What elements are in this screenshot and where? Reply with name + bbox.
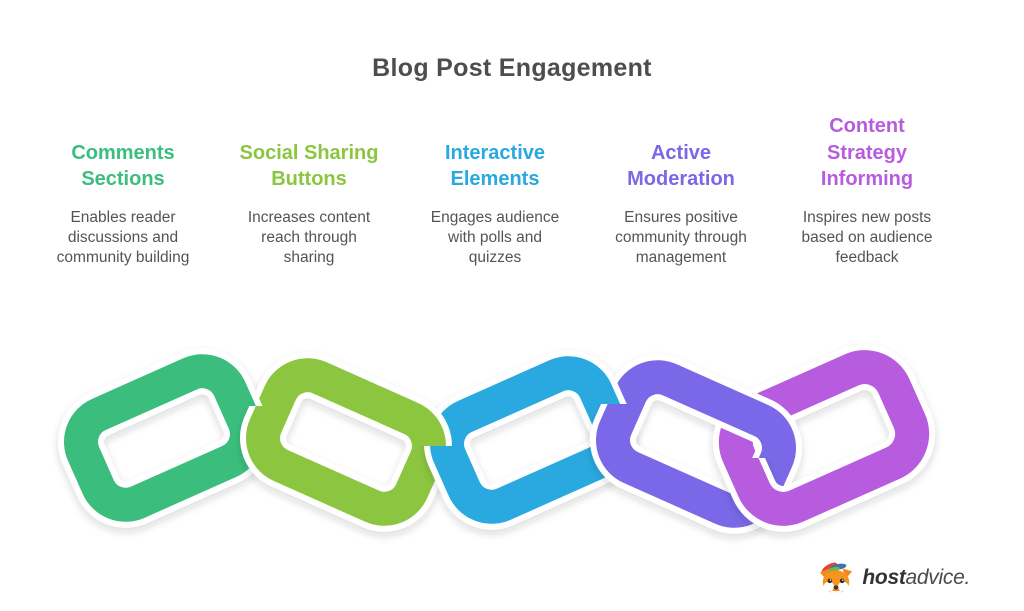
column-active-moderation: Active Moderation Ensures positive commu…	[588, 107, 774, 268]
hostadvice-fox-icon	[820, 562, 853, 595]
hostadvice-logo-text: hostadvice.	[862, 566, 970, 590]
column-description: Engages audience with polls and quizzes	[430, 209, 560, 267]
column-description: Inspires new posts based on audience fee…	[801, 209, 933, 267]
column-description: Increases content reach through sharing	[247, 209, 371, 267]
column-title: Content Strategy Informing	[820, 115, 914, 191]
column-description: Enables reader discussions and community…	[56, 209, 190, 267]
hostadvice-logo: hostadvice.	[817, 560, 970, 596]
column-content-strategy-informing: Content Strategy Informing Inspires new …	[774, 107, 960, 268]
logo-text-host: host	[862, 566, 906, 589]
feature-columns: Comments Sections Enables reader discuss…	[30, 107, 960, 268]
column-description: Ensures positive community through manag…	[615, 209, 747, 267]
column-social-sharing-buttons: Social Sharing Buttons Increases content…	[216, 107, 402, 268]
column-comments-sections: Comments Sections Enables reader discuss…	[30, 107, 216, 268]
column-title: Active Moderation	[627, 141, 735, 191]
column-title: Comments Sections	[71, 141, 175, 191]
column-title: Interactive Elements	[444, 141, 546, 191]
logo-text-advice: advice.	[905, 566, 971, 589]
column-title: Social Sharing Buttons	[239, 141, 379, 191]
column-interactive-elements: Interactive Elements Engages audience wi…	[402, 107, 588, 268]
page-title: Blog Post Engagement	[372, 54, 652, 82]
